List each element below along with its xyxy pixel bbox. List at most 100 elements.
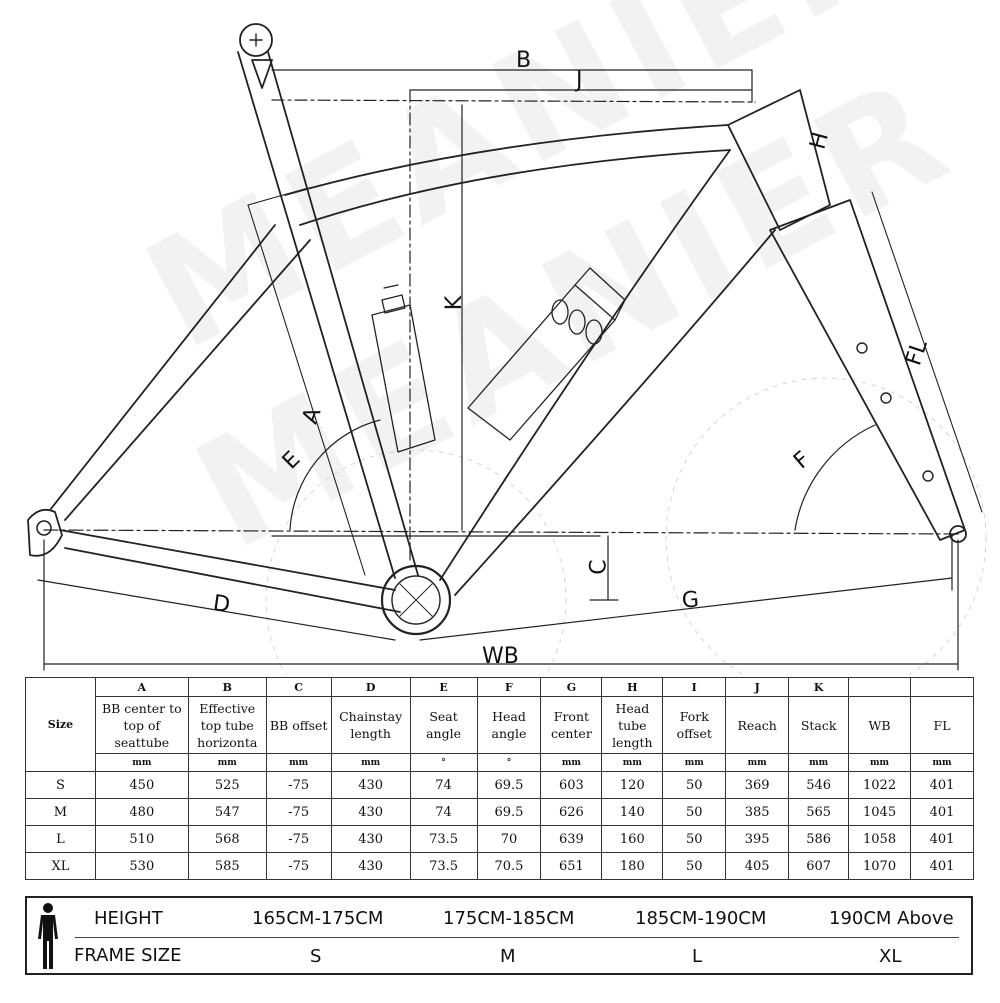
- table-cell: 401: [910, 798, 974, 826]
- table-cell: -75: [265, 825, 332, 853]
- column-letter: G: [540, 677, 603, 697]
- dim-fl-line: [871, 191, 983, 513]
- size-cell: L: [25, 825, 96, 853]
- table-cell: 50: [662, 798, 727, 826]
- top-tube: [284, 124, 729, 196]
- table-cell: 430: [330, 798, 411, 826]
- table-unit-row: mm mm mm mm ° ° mm mm mm mm mm mm mm: [26, 753, 974, 772]
- water-bottle-seat-tube: [371, 284, 436, 453]
- size-cell: XL: [25, 852, 96, 880]
- chain-stay: [59, 529, 396, 591]
- column-letter: B: [187, 677, 267, 697]
- table-cell: 525: [187, 771, 267, 799]
- table-cell: 120: [601, 771, 664, 799]
- column-header: FL: [910, 696, 974, 754]
- size-header: Size: [25, 677, 96, 772]
- seat-angle-arc: [289, 419, 381, 531]
- column-unit: mm: [662, 753, 727, 772]
- table-cell: 73.5: [409, 825, 478, 853]
- column-unit: mm: [265, 753, 332, 772]
- table-cell: 70: [476, 825, 542, 853]
- frame-size: L: [692, 946, 703, 967]
- frame-size-label: FRAME SIZE: [74, 945, 182, 966]
- column-header: Chainstay length: [330, 696, 411, 754]
- table-cell: 405: [725, 852, 790, 880]
- bottom-bracket: [380, 564, 452, 636]
- column-letter: [848, 677, 912, 697]
- bike-frame-drawing: [27, 23, 987, 675]
- divider: [75, 937, 959, 938]
- table-cell: 50: [662, 771, 727, 799]
- table-cell: 180: [601, 852, 664, 880]
- column-unit: mm: [540, 753, 603, 772]
- table-cell: 651: [540, 852, 603, 880]
- seat-tube: [237, 51, 396, 579]
- column-unit: °: [476, 753, 542, 772]
- table-cell: 73.5: [409, 852, 478, 880]
- column-letter: J: [725, 677, 790, 697]
- height-range: 165CM-175CM: [252, 908, 384, 929]
- table-cell: 395: [725, 825, 790, 853]
- rear-dropout: [27, 508, 63, 557]
- water-bottle-down-tube: [467, 267, 626, 441]
- dim-label-g: G: [680, 587, 701, 614]
- column-header: BB offset: [265, 696, 332, 754]
- table-cell: 160: [601, 825, 664, 853]
- column-letter: C: [265, 677, 332, 697]
- table-header-row: BB center to top of seattube Effective t…: [26, 696, 974, 754]
- table-cell: 568: [187, 825, 267, 853]
- column-unit: mm: [94, 753, 189, 772]
- table-cell: 510: [94, 825, 189, 853]
- column-header: Head angle: [476, 696, 542, 754]
- table-cell: -75: [265, 798, 332, 826]
- column-header: Reach: [725, 696, 790, 754]
- down-tube: [439, 149, 731, 581]
- size-cell: S: [25, 771, 96, 799]
- fork: [769, 199, 966, 541]
- dim-label-wb: WB: [482, 644, 519, 669]
- table-cell: 69.5: [476, 771, 542, 799]
- height-range: 175CM-185CM: [443, 908, 575, 929]
- seat-clamp: [239, 23, 273, 57]
- column-header: Seat angle: [409, 696, 478, 754]
- column-header: WB: [848, 696, 912, 754]
- column-letter: H: [601, 677, 664, 697]
- table-cell: 74: [409, 798, 478, 826]
- frame-size: M: [500, 946, 516, 967]
- table-cell: 626: [540, 798, 603, 826]
- frame-size: XL: [879, 946, 902, 967]
- table-cell: 546: [788, 771, 850, 799]
- column-letter: K: [788, 677, 850, 697]
- dim-label-c: C: [586, 559, 612, 575]
- table-cell: 385: [725, 798, 790, 826]
- column-header: BB center to top of seattube: [94, 696, 189, 754]
- head-tube: [727, 89, 831, 231]
- height-range: 190CM Above: [829, 908, 954, 929]
- table-row: S 450 525 -75 430 74 69.5 603 120 50 369…: [25, 771, 974, 799]
- table-cell: 401: [910, 771, 974, 799]
- seat-stay: [49, 224, 276, 511]
- column-letter: I: [662, 677, 727, 697]
- table-row: XL 530 585 -75 430 73.5 70.5 651 180 50 …: [25, 852, 974, 880]
- column-letter: E: [409, 677, 478, 697]
- column-letter: [910, 677, 974, 697]
- table-cell: 70.5: [476, 852, 542, 880]
- table-cell: 140: [601, 798, 664, 826]
- column-unit: mm: [788, 753, 850, 772]
- table-cell: 450: [94, 771, 189, 799]
- table-cell: 50: [662, 825, 727, 853]
- table-cell: 607: [788, 852, 850, 880]
- height-range: 185CM-190CM: [635, 908, 767, 929]
- table-cell: 565: [788, 798, 850, 826]
- table-row: L 510 568 -75 430 73.5 70 639 160 50 395…: [25, 825, 974, 853]
- column-header: Stack: [788, 696, 850, 754]
- table-cell: 585: [187, 852, 267, 880]
- column-header: Fork offset: [662, 696, 727, 754]
- column-header: Head tube length: [601, 696, 664, 754]
- column-header: Effective top tube horizonta: [187, 696, 267, 754]
- geometry-table: Size A B C D E F G H I J K BB center to …: [25, 677, 974, 880]
- table-cell: -75: [265, 852, 332, 880]
- table-cell: 1045: [848, 798, 912, 826]
- table-cell: 401: [910, 825, 974, 853]
- column-letter: A: [94, 677, 189, 697]
